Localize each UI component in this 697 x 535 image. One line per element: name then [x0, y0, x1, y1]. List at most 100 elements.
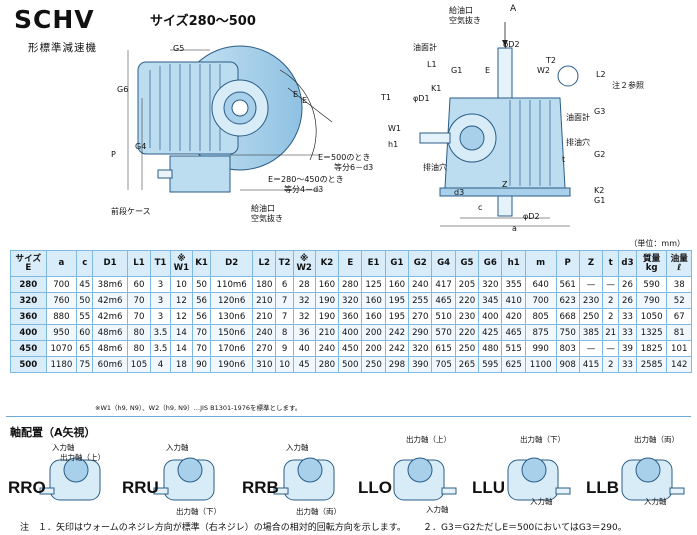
table-cell: 465: [431, 292, 456, 309]
table-cell: 290: [408, 324, 433, 341]
table-header-cell: D2: [210, 250, 254, 277]
table-cell: 190: [314, 292, 340, 309]
output-shaft-label: 出力軸（下）: [176, 507, 221, 516]
header-main: G2: [413, 258, 427, 268]
table-cell: 700: [524, 292, 557, 309]
output-shaft-label: 出力軸（両）: [634, 435, 679, 444]
g2-label: G2: [594, 150, 606, 159]
table-header-cell: E: [338, 250, 363, 277]
table-cell: 3.5: [150, 340, 171, 357]
table-cell: 50: [191, 276, 212, 293]
table-cell: 1050: [635, 308, 668, 325]
table-header-cell: G4: [431, 250, 456, 277]
table-cell: 1180: [45, 356, 78, 373]
table-cell: 240: [252, 324, 277, 341]
l2-label: L2: [596, 70, 606, 79]
w2-label: W2: [537, 66, 550, 75]
table-cell: 242: [384, 340, 410, 357]
d3-label: d3: [454, 188, 465, 197]
table-cell: 38: [666, 276, 692, 293]
header-sub: kg: [645, 262, 658, 273]
header-main: a: [58, 258, 65, 268]
table-header-cell: d3: [618, 250, 637, 277]
table-cell: 48m6: [92, 340, 128, 357]
table-cell: 160: [361, 308, 386, 325]
table-cell: 500: [338, 356, 363, 373]
g5-label: G5: [173, 44, 185, 53]
e-label-1: E: [293, 90, 299, 99]
table-cell: 90: [191, 356, 212, 373]
table-cell: —: [602, 276, 620, 293]
table-header-cell: Z: [578, 250, 604, 277]
t1-label: T1: [381, 93, 391, 102]
table-cell: 410: [501, 292, 526, 309]
table-cell: 700: [45, 276, 78, 293]
table-cell: 320: [408, 340, 433, 357]
table-cell: 3.5: [150, 324, 171, 341]
arrangement-code: RRO: [8, 478, 46, 497]
table-header-cell: L2: [252, 250, 277, 277]
header-main: ※: [300, 253, 309, 264]
table-cell: 255: [408, 292, 433, 309]
table-cell: 220: [454, 292, 480, 309]
table-cell: 390: [408, 356, 433, 373]
arrangement-diagram: [153, 457, 215, 501]
header-main: ※: [177, 253, 186, 264]
e-label-2: E: [302, 96, 308, 105]
header-main: h1: [507, 258, 520, 268]
arrangement-code: LLB: [586, 478, 620, 497]
table-cell: 160: [314, 276, 340, 293]
drain-hole-left-label: 排油穴: [423, 163, 447, 172]
table-cell: 8: [275, 324, 294, 341]
table-cell: 50: [76, 292, 94, 309]
output-shaft-label: 出力軸（上）: [406, 435, 451, 444]
table-cell: 10: [169, 276, 193, 293]
side-air-vent-label: 空気抜き: [251, 214, 283, 223]
table-cell: 415: [578, 356, 604, 373]
header-main: E: [347, 258, 354, 268]
table-cell: 760: [45, 292, 78, 309]
table-header-cell: K2: [314, 250, 340, 277]
table-cell: 70: [126, 292, 152, 309]
table-header-cell: c: [76, 250, 94, 277]
llo-input-shaft-label: 入力軸: [426, 505, 449, 514]
table-cell: 360: [338, 308, 363, 325]
table-cell: 805: [524, 308, 557, 325]
table-cell: 125: [361, 276, 386, 293]
table-cell: 250: [578, 308, 604, 325]
table-cell: 101: [666, 340, 692, 357]
t-label: t: [562, 155, 566, 164]
table-cell: 2: [602, 308, 620, 325]
table-cell: 160: [384, 276, 410, 293]
table-cell: 595: [478, 356, 503, 373]
table-header-cell: L1: [126, 250, 152, 277]
table-cell: 32: [292, 292, 316, 309]
header-main: Z: [587, 258, 595, 268]
table-header-cell: ※W1: [169, 250, 193, 277]
size-cell: 450: [10, 340, 47, 357]
table-cell: 12: [169, 292, 193, 309]
table-cell: 1325: [635, 324, 668, 341]
table-cell: 200: [361, 324, 386, 341]
header-main: L2: [258, 258, 270, 268]
table-cell: 40: [292, 340, 316, 357]
table-cell: 42m6: [92, 308, 128, 325]
table-cell: 52: [666, 292, 692, 309]
arrangement-diagram: [39, 457, 101, 501]
table-cell: 38m6: [92, 276, 128, 293]
header-main: D2: [225, 258, 239, 268]
table-cell: 570: [431, 324, 456, 341]
table-cell: 60: [76, 324, 94, 341]
table-cell: 36: [292, 324, 316, 341]
table-cell: 55: [76, 308, 94, 325]
